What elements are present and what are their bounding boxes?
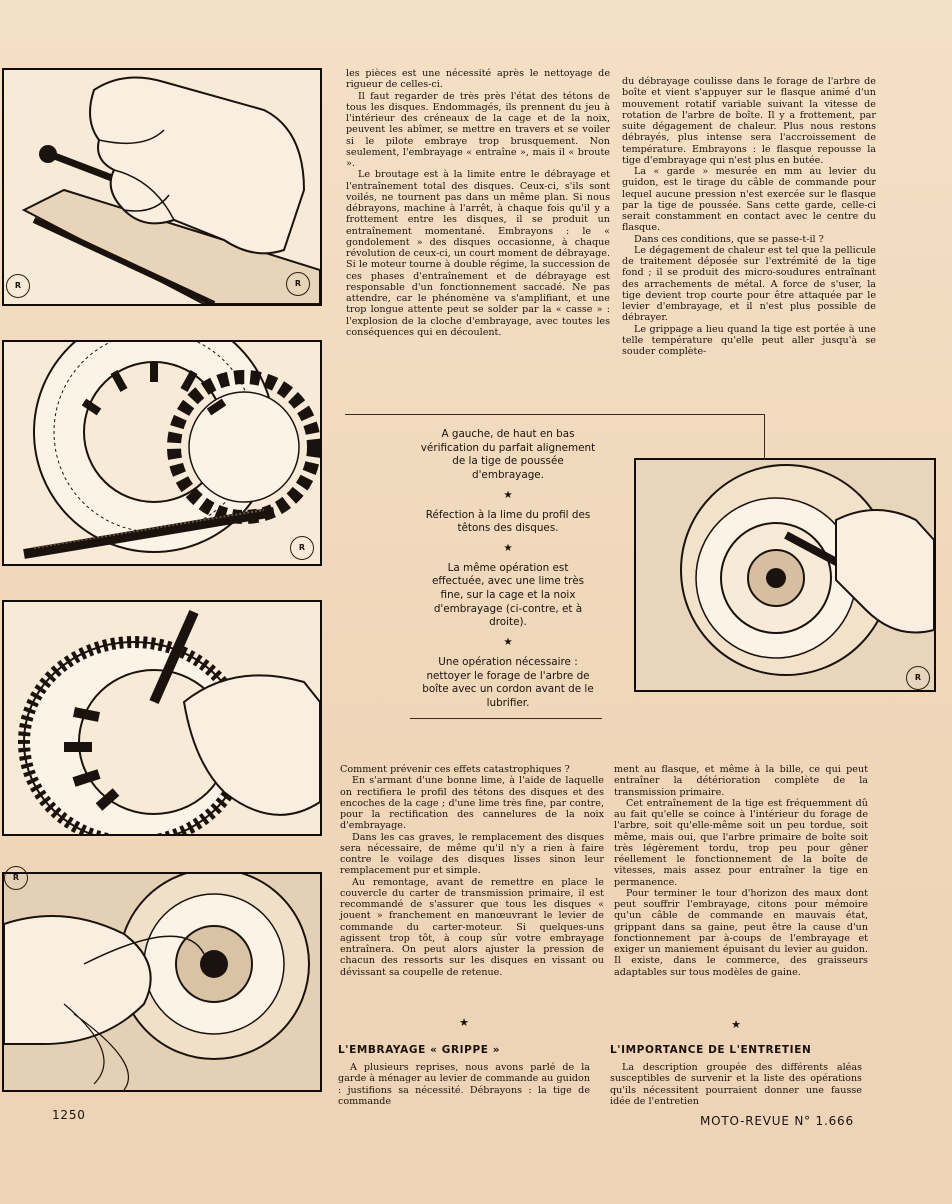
paragraph: Le grippage a lieu quand la tige est por… <box>622 323 876 358</box>
illustration-cage-filing <box>2 600 322 836</box>
caption-star: ★ <box>503 488 513 501</box>
drawing-signature-stamp: R <box>906 666 930 690</box>
illustration-disc-filing <box>2 340 322 566</box>
drawing-signature-stamp: R <box>286 272 310 296</box>
drawing-signature-stamp: R <box>290 536 314 560</box>
paragraph: Pour terminer le tour d'horizon des maux… <box>614 887 868 978</box>
page-number: 1250 <box>52 1108 86 1122</box>
paragraph: La description groupée des différents al… <box>610 1062 862 1107</box>
section-star: ★ <box>731 1018 741 1031</box>
paragraph: Dans ces conditions, que se passe-t-il ? <box>634 233 824 245</box>
paragraph: Comment prévenir ces effets catastrophiq… <box>340 764 570 775</box>
drawing-signature-stamp: R <box>4 866 28 890</box>
paragraph: Cet entraînement de la tige est fréquemm… <box>614 797 868 888</box>
caption-item: Réfection à la lime du profil des têtons… <box>425 508 591 535</box>
paragraph: Au remontage, avant de remettre en place… <box>340 876 604 978</box>
caption-item: La même opération est effectuée, avec un… <box>431 561 584 629</box>
caption-frame <box>345 414 765 723</box>
caption-star: ★ <box>503 636 513 649</box>
caption-star: ★ <box>503 541 513 554</box>
paragraph: Le broutage est à la limite entre le déb… <box>346 169 610 338</box>
caption-item: A gauche, de haut en bas vérification du… <box>420 428 596 482</box>
paragraph: Dans les cas graves, le remplacement des… <box>340 831 604 877</box>
illustration-nut-filing <box>634 458 936 692</box>
article-column-top-left: les pièces est une nécessité après le ne… <box>346 68 610 338</box>
illustration-bore-cleaning <box>2 872 322 1092</box>
article-column-bottom-right: ment au flasque, et même à la bille, ce … <box>614 764 868 978</box>
section-text: A plusieurs reprises, nous avons parlé d… <box>338 1062 590 1107</box>
paragraph: Il faut regarder de très près l'état des… <box>346 90 610 170</box>
paragraph: du débrayage coulisse dans le forage de … <box>622 76 876 166</box>
article-column-top-right: du débrayage coulisse dans le forage de … <box>622 76 876 357</box>
section-title-embrayage-grippe: L'EMBRAYAGE « GRIPPE » <box>338 1044 501 1056</box>
paragraph: les pièces est une nécessité après le ne… <box>346 68 610 91</box>
illustration-push-rod-check <box>2 68 322 306</box>
figure-caption: A gauche, de haut en bas vérification du… <box>420 428 596 717</box>
caption-frame-edge <box>764 414 765 460</box>
paragraph: La « garde » mesurée en mm au levier du … <box>622 166 876 234</box>
caption-underline <box>410 718 602 719</box>
article-column-bottom-left: Comment prévenir ces effets catastrophiq… <box>340 764 604 978</box>
drawing-signature-stamp: R <box>6 274 30 298</box>
magazine-issue: MOTO-REVUE N° 1.666 <box>700 1114 854 1128</box>
paragraph: ment au flasque, et même à la bille, ce … <box>614 764 868 798</box>
paragraph: En s'armant d'une bonne lime, à l'aide d… <box>340 775 604 832</box>
paragraph: A plusieurs reprises, nous avons parlé d… <box>338 1062 590 1107</box>
section-star: ★ <box>459 1016 469 1029</box>
section-text: La description groupée des différents al… <box>610 1062 862 1107</box>
paragraph: Le dégagement de chaleur est tel que la … <box>622 244 876 324</box>
caption-item: Une opération nécessaire : nettoyer le f… <box>422 655 594 709</box>
section-title-entretien: L'IMPORTANCE DE L'ENTRETIEN <box>610 1044 812 1056</box>
